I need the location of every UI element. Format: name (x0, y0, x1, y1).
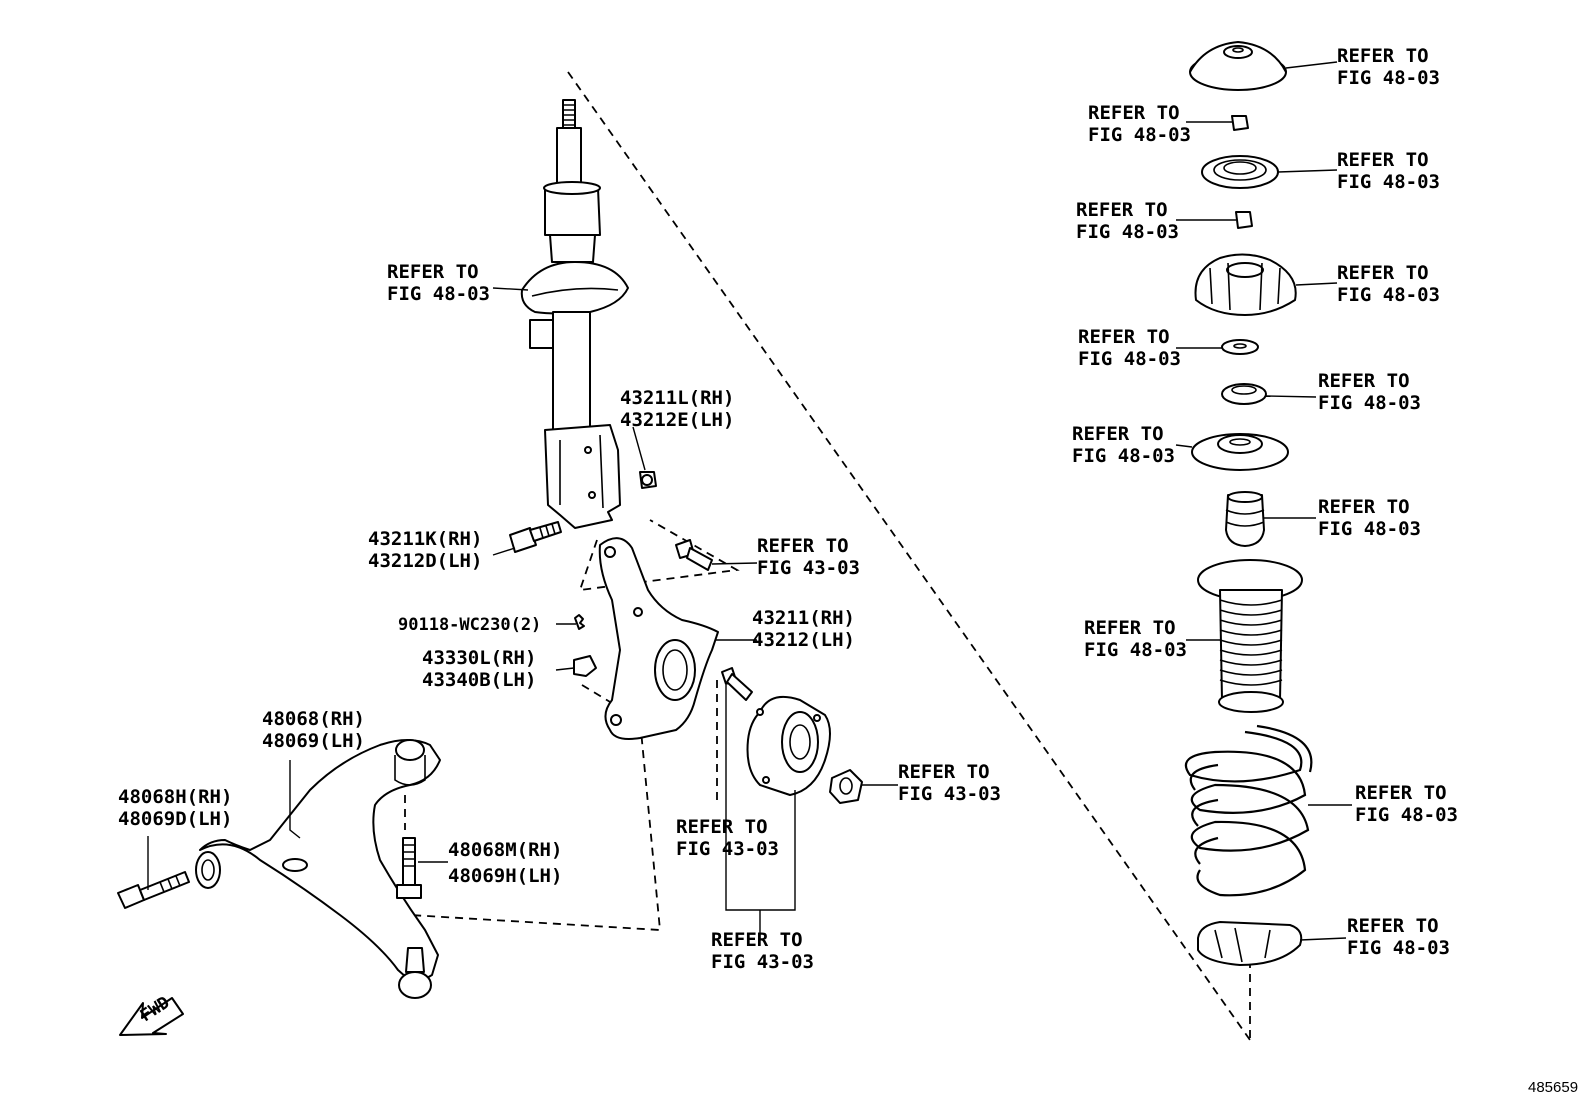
lower-spring-seat (1197, 921, 1303, 966)
label-fig: FIG 48-03 (387, 283, 490, 305)
label-refer: REFER TO (1337, 262, 1429, 284)
label-refer: REFER TO (1072, 423, 1164, 445)
label-90118: 90118-WC230(2) (398, 615, 541, 635)
mount-nut-1 (1231, 115, 1249, 131)
label-refer: REFER TO (1078, 326, 1170, 348)
label-fig: FIG 48-03 (1078, 348, 1181, 370)
bearing-seat (1201, 155, 1279, 189)
hub-nut (829, 769, 863, 804)
label-fig: FIG 48-03 (1318, 392, 1421, 414)
label-refer: REFER TO (387, 261, 479, 283)
upper-mount (1189, 41, 1287, 91)
upper-spring-seat (1191, 433, 1289, 471)
washer-2 (1221, 383, 1267, 405)
label-refer: REFER TO (1318, 496, 1410, 518)
label-43212d: 43212D(LH) (368, 550, 482, 572)
nut-43211l (639, 471, 657, 489)
label-43212e: 43212E(LH) (620, 409, 734, 431)
label-48069h: 48069H(LH) (448, 865, 562, 887)
label-43340b: 43340B(LH) (422, 669, 536, 691)
strut-assembly (520, 99, 629, 529)
mount-nut-2 (1235, 211, 1253, 229)
lower-control-arm (195, 739, 441, 999)
label-fig: FIG 48-03 (1072, 445, 1175, 467)
label-refer: REFER TO (898, 761, 990, 783)
label-48069: 48069(LH) (262, 730, 365, 752)
label-fig: FIG 48-03 (1355, 804, 1458, 826)
part-labels: REFER TO FIG 48-03 43211L(RH) 43212E(LH)… (118, 45, 1458, 973)
upper-insulator (1194, 253, 1297, 316)
label-fig: FIG 48-03 (1347, 937, 1450, 959)
steering-knuckle (598, 537, 719, 740)
clip-90118 (574, 614, 585, 630)
bolt-43211k (509, 521, 562, 553)
label-43211: 43211(RH) (752, 607, 855, 629)
bolt-48068m (396, 837, 422, 899)
dust-boot (1197, 559, 1303, 713)
label-refer: REFER TO (1076, 199, 1168, 221)
figure-id: 485659 (1528, 1079, 1578, 1096)
label-refer: REFER TO (1088, 102, 1180, 124)
label-fig: FIG 43-03 (757, 557, 860, 579)
label-refer: REFER TO (1318, 370, 1410, 392)
label-refer: REFER TO (1347, 915, 1439, 937)
label-refer: REFER TO (1084, 617, 1176, 639)
nut-43330l (573, 655, 597, 677)
label-refer: REFER TO (676, 816, 768, 838)
label-fig: FIG 43-03 (711, 951, 814, 973)
label-fig: FIG 48-03 (1076, 221, 1179, 243)
label-43211l: 43211L(RH) (620, 387, 734, 409)
washer-1 (1221, 339, 1259, 355)
label-fig: FIG 48-03 (1337, 67, 1440, 89)
label-fig: FIG 48-03 (1337, 171, 1440, 193)
label-fig: FIG 48-03 (1318, 518, 1421, 540)
fwd-arrow-icon: FWD (119, 993, 184, 1036)
label-fig: FIG 43-03 (676, 838, 779, 860)
label-fig: FIG 48-03 (1088, 124, 1191, 146)
wheel-hub (746, 696, 831, 796)
bump-stop (1225, 491, 1265, 547)
bolt-knuckle-top (675, 539, 713, 571)
label-refer: REFER TO (757, 535, 849, 557)
label-48068m: 48068M(RH) (448, 839, 562, 861)
label-48068: 48068(RH) (262, 708, 365, 730)
bolt-48068h (117, 871, 190, 909)
label-refer: REFER TO (1355, 782, 1447, 804)
label-refer: REFER TO (1337, 45, 1429, 67)
label-fig: FIG 43-03 (898, 783, 1001, 805)
label-43212: 43212(LH) (752, 629, 855, 651)
label-fig: FIG 48-03 (1084, 639, 1187, 661)
label-refer: REFER TO (1337, 149, 1429, 171)
label-43330l: 43330L(RH) (422, 647, 536, 669)
label-48068h: 48068H(RH) (118, 786, 232, 808)
label-fig: FIG 48-03 (1337, 284, 1440, 306)
coil-spring (1184, 724, 1313, 897)
leader-lines (147, 61, 1352, 941)
hub-bolt (721, 667, 753, 701)
label-43211k: 43211K(RH) (368, 528, 482, 550)
label-refer: REFER TO (711, 929, 803, 951)
label-48069d: 48069D(LH) (118, 808, 232, 830)
